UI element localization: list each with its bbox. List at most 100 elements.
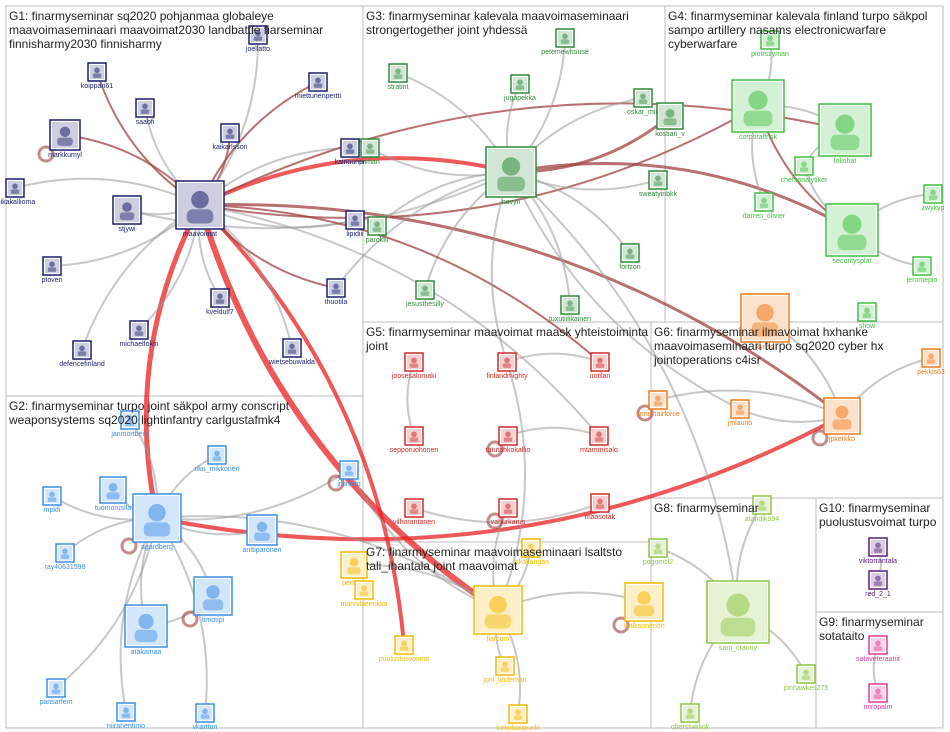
node-sam_cranny[interactable]: sam_cranny	[706, 580, 770, 652]
node-jeromepio[interactable]: jeromepio	[906, 256, 938, 284]
node-label: sweatyinbkk	[639, 191, 678, 198]
node-maasotak[interactable]: maasotak	[585, 493, 616, 521]
node-tatutahkokallio[interactable]: tatutahkokallio	[486, 426, 531, 454]
node-fortzon[interactable]: fortzon	[619, 243, 641, 271]
avatar-head-icon	[138, 613, 154, 630]
node-label: corporalfrisk	[739, 134, 778, 141]
node-jniinisto[interactable]: jniinisto	[336, 460, 361, 488]
node-jmlaurio[interactable]: jmlaurio	[727, 399, 753, 427]
node-anttiparonen[interactable]: anttiparonen	[243, 514, 282, 554]
node-finnishairforce[interactable]: finnishairforce	[636, 390, 680, 418]
avatar-head-icon	[875, 640, 881, 647]
node-tuomorusila[interactable]: tuomorusila	[95, 476, 131, 512]
node-jpkerkko[interactable]: jpkerkko	[823, 397, 861, 443]
node-chefsanalytiker[interactable]: chefsanalytiker	[781, 156, 828, 184]
node-saabfi[interactable]: saabfi	[135, 98, 155, 126]
node-perteng[interactable]: perteng	[340, 551, 368, 587]
node-label: kveldulf7	[206, 309, 234, 316]
node-sweatyinbkk[interactable]: sweatyinbkk	[639, 170, 678, 198]
node-atakamaa[interactable]: atakamaa	[124, 604, 168, 656]
node-kaikarlsson[interactable]: kaikarlsson	[212, 123, 248, 151]
node-sotaveteraanit[interactable]: sotaveteraanit	[856, 635, 900, 663]
node-tuxutiilikainen[interactable]: tuxutiilikainen	[549, 295, 591, 323]
node-vkarttun[interactable]: vkarttun	[193, 703, 218, 731]
node-finlandmighty[interactable]: finlandmighty	[486, 352, 528, 380]
node-oskar_mic[interactable]: oskar_mic	[627, 88, 659, 116]
node-mtammisalo[interactable]: mtammisalo	[580, 426, 618, 454]
node-vilhorantanen[interactable]: vilhorantanen	[393, 498, 435, 526]
node-jonhawkes275[interactable]: jonhawkes275	[783, 664, 829, 692]
node-stratint[interactable]: stratint	[387, 63, 409, 91]
avatar-head-icon	[361, 585, 367, 592]
node-stjywi[interactable]: stjywi	[112, 195, 142, 233]
node-puolustusvoimat[interactable]: puolustusvoimat	[379, 635, 430, 663]
node-navyfi[interactable]: navyfi	[485, 146, 537, 206]
node-ray40631598[interactable]: ray40631598	[45, 543, 86, 571]
node-michaelfokin[interactable]: michaelfokin	[120, 320, 159, 348]
node-pogomcl2[interactable]: pogomcl2	[643, 538, 673, 566]
edge-maavoimat-joellatto	[199, 34, 260, 206]
node-koippari61[interactable]: koippari61	[81, 62, 113, 90]
node-petemewhouse[interactable]: petemewhouse	[541, 28, 589, 56]
node-riku_mikkonen[interactable]: riku_mikkonen	[194, 445, 240, 473]
node-wietsebuwalda[interactable]: wietsebuwalda	[268, 338, 315, 366]
node-pekkis63[interactable]: pekkis63	[917, 348, 945, 376]
node-red_2_1[interactable]: red_2_1	[865, 570, 891, 598]
node-pansarfem[interactable]: pansarfem	[39, 678, 73, 706]
node-darren_olivier[interactable]: darren_olivier	[743, 192, 786, 220]
node-mpkfi[interactable]: mpkfi	[42, 486, 62, 514]
node-markkumyl[interactable]: markkumyl	[48, 119, 82, 159]
node-defencefinland[interactable]: defencefinland	[59, 340, 105, 368]
node-jugapekka[interactable]: jugapekka	[503, 74, 536, 102]
node-parokki[interactable]: parokki	[366, 216, 389, 244]
node-mannilaeerikka[interactable]: mannilaeerikka	[340, 580, 388, 608]
node-timotipi[interactable]: timotipi	[193, 576, 233, 624]
node-lipidiii[interactable]: lipidiii	[345, 210, 365, 238]
node-kainuunpr[interactable]: kainuunpr	[335, 138, 366, 166]
node-jesusthesilly[interactable]: jesusthesilly	[405, 280, 444, 308]
node-kynsp[interactable]: kynsp	[740, 293, 790, 351]
node-ptoveri[interactable]: ptoveri	[41, 256, 63, 284]
node-corporalfrisk[interactable]: corporalfrisk	[731, 79, 785, 141]
node-label: show	[859, 323, 876, 330]
node-agardberg[interactable]: agardberg	[132, 493, 182, 551]
node-maavoimat[interactable]: maavoimat	[175, 180, 225, 238]
node-janmortberg[interactable]: janmortberg	[110, 410, 149, 438]
node-miettunenpertti[interactable]: miettunenpertti	[295, 72, 342, 100]
node-label: kynsp	[756, 344, 774, 351]
node-securityspl[interactable]: securitysplat	[825, 203, 879, 265]
node-thuotila[interactable]: thuotila	[325, 278, 348, 306]
avatar-head-icon	[501, 157, 521, 176]
node-label: lipidiii	[346, 231, 364, 238]
node-show[interactable]: show	[857, 302, 877, 330]
node-label: mikakallioma	[0, 199, 35, 206]
node-uotilan[interactable]: uotilan	[590, 352, 611, 380]
node-mikakallioma[interactable]: mikakallioma	[0, 178, 35, 206]
node-kostian_v[interactable]: kostian_v	[655, 102, 685, 138]
node-atandika94[interactable]: atandika94	[745, 495, 779, 523]
node-zwykyp[interactable]: zwykyp	[922, 184, 945, 212]
avatar-head-icon	[756, 303, 774, 322]
edge-navyfi-securityspl	[510, 161, 853, 232]
node-joni_lindeman[interactable]: joni_lindeman	[482, 656, 527, 684]
node-oberstwklink[interactable]: oberstwklink	[671, 703, 710, 731]
node-lakakangas[interactable]: lakakangas	[513, 538, 549, 566]
node-miropalm[interactable]: miropalm	[864, 683, 893, 711]
node-joellatto[interactable]: joellatto	[245, 25, 270, 53]
node-fiarcom[interactable]: fiarcom	[473, 585, 523, 643]
avatar-body-icon	[484, 614, 512, 629]
node-joosesalomaki[interactable]: joosesalomaki	[391, 352, 437, 380]
node-label: mman	[360, 159, 380, 166]
node-foliohat[interactable]: foliohat	[818, 103, 872, 165]
node-mman[interactable]: mman	[360, 138, 380, 166]
node-vahurkarus[interactable]: vahurkarus	[491, 498, 526, 526]
node-turkukaupunki[interactable]: turkukaupunki	[496, 704, 540, 732]
node-piotrszyman[interactable]: piotrszyman	[751, 30, 789, 58]
node-kveldulf7[interactable]: kveldulf7	[206, 288, 234, 316]
node-viktorrantala[interactable]: viktorrantala	[859, 537, 897, 565]
node-laalksonerion[interactable]: laalksonerion	[623, 582, 665, 630]
avatar-head-icon	[49, 491, 55, 498]
node-sepporuohonen[interactable]: sepporuohonen	[390, 426, 439, 454]
avatar-body-icon	[595, 504, 605, 509]
node-niiranentimo[interactable]: niiranentimo	[107, 702, 145, 730]
